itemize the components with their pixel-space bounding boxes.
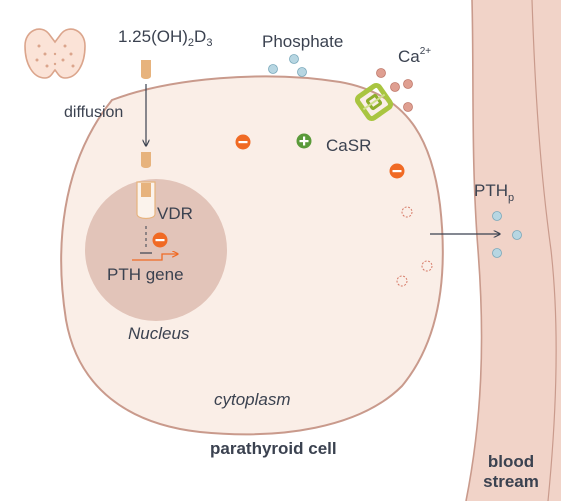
pthp-dot xyxy=(512,230,522,240)
plus-circle-icon xyxy=(296,133,312,149)
transcription-arrow xyxy=(132,254,178,261)
pthp-dot xyxy=(492,248,502,258)
nucleus xyxy=(85,179,227,321)
blood-vessel-inner-wall xyxy=(531,0,557,501)
pth-vesicle xyxy=(401,206,413,218)
calcium-dot xyxy=(390,82,400,92)
calcium-label: Ca2+ xyxy=(398,46,431,66)
pthp-dot xyxy=(492,211,502,221)
blood-vessel-outline xyxy=(465,0,483,501)
casr-label: CaSR xyxy=(326,136,371,155)
phosphate-dot xyxy=(268,64,278,74)
blood-stream-label-line1: blood xyxy=(488,452,534,471)
thyroid-gland-icon xyxy=(24,28,86,79)
parathyroid-cell xyxy=(60,75,444,436)
phosphate-dot xyxy=(289,54,299,64)
minus-circle-icon xyxy=(235,134,251,150)
minus-circle-icon xyxy=(152,232,168,248)
calcium-dot xyxy=(376,68,386,78)
phosphate-dot xyxy=(297,67,307,77)
calcium-dot xyxy=(403,79,413,89)
cytoplasm-label: cytoplasm xyxy=(214,390,291,409)
minus-circle-icon xyxy=(389,163,405,179)
calcium-dot xyxy=(403,102,413,112)
pthp-label: PTHp xyxy=(474,181,514,204)
casr-receptor-icon xyxy=(354,82,394,122)
pth-vesicle xyxy=(421,260,433,272)
diffusion-label: diffusion xyxy=(64,104,123,121)
blood-stream-label-line2: stream xyxy=(483,472,539,491)
vitamin-d-bound xyxy=(141,183,151,197)
phosphate-label: Phosphate xyxy=(262,32,343,51)
vitamin-d-capsule-outside xyxy=(141,60,151,79)
nucleus-label: Nucleus xyxy=(128,324,190,343)
cell-label: parathyroid cell xyxy=(210,439,337,458)
pth-gene-label: PTH gene xyxy=(107,265,184,284)
blood-vessel xyxy=(466,0,561,501)
pth-vesicle xyxy=(396,275,408,287)
vdr-label: VDR xyxy=(157,204,193,223)
vitamin-d-capsule-cytoplasm xyxy=(141,152,151,168)
vitamin-d-label: 1.25(OH)2D3 xyxy=(118,27,212,49)
